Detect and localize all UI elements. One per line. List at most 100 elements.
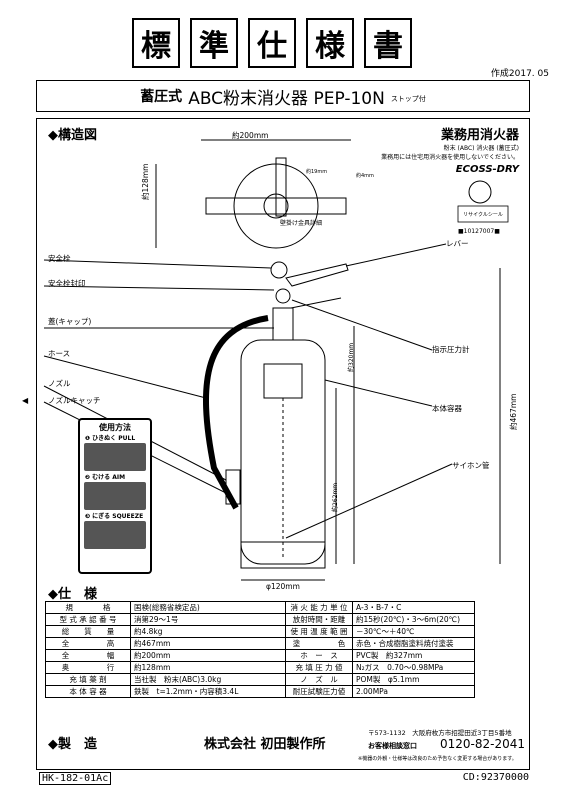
spec-value: 消第29～1号 [130, 613, 286, 626]
usage-box: 使用方法 ❶ ひきぬく PULL ❷ むける AIM ❸ にぎる SQUEEZE [78, 418, 152, 574]
dim-d1-label: 約19mm [306, 169, 328, 175]
spec-value: 鉄製 t=1.2mm・内容積3.4L [130, 685, 286, 698]
spec-key: 全 高 [45, 637, 131, 650]
left-margin-arrow-icon: ◀ [22, 396, 29, 405]
label-safety-seal: 安全栓封印 [48, 279, 86, 288]
label-siphon: サイホン管 [452, 461, 490, 470]
spec-key: 奥 行 [45, 661, 131, 674]
spec-value: 当社製 粉末(ABC)3.0kg [130, 673, 286, 686]
cd-number: CD:92370000 [462, 772, 529, 783]
spec-row: 型 式 承 認 番 号消第29～1号放射時間・距離約15秒(20℃)・3～6m(… [45, 613, 475, 626]
top-view-handle [205, 197, 347, 215]
recycle-seal-text: リサイクルシール [463, 212, 503, 218]
usage-step-2: ❷ むける AIM [85, 474, 126, 481]
spec-key: ノ ズ ル [285, 673, 353, 686]
spec-value: N₂ガス 0.70～0.98MPa [352, 661, 475, 674]
spec-key: 放射時間・距離 [285, 613, 353, 626]
spec-value: POM製 φ5.1mm [352, 673, 475, 686]
brand-sub1: 粉末 (ABC) 消火器 (蓄圧式) [443, 145, 519, 152]
spec-key: 消 火 能 力 単 位 [285, 601, 353, 614]
dim-height-label: 約467mm [509, 393, 518, 430]
usage-step-3: ❸ にぎる SQUEEZE [85, 513, 144, 520]
usage-squeeze-image [84, 521, 146, 549]
spec-key: 規 格 [45, 601, 131, 614]
spec-value: PVC製 約327mm [352, 649, 475, 662]
spec-key: ホ ー ス [285, 649, 353, 662]
hose [203, 315, 269, 510]
dim-dia-label: φ120mm [266, 582, 300, 591]
label-lever: レバー [446, 239, 469, 248]
brand-title: 業務用消火器 [440, 128, 519, 143]
label-hose: ホース [48, 349, 71, 358]
leader-body [324, 379, 433, 407]
body-label-area [263, 363, 303, 399]
spec-value: 約467mm [130, 637, 286, 650]
pressure-gauge [275, 288, 291, 304]
leader-gauge [291, 299, 433, 351]
product-suffix: ストップ付 [390, 95, 426, 103]
label-cap: 蓋(キャップ) [48, 317, 92, 326]
dim-h1-label: 約320mm [348, 342, 355, 372]
maker-phone-label: お客様相談窓口 [368, 742, 417, 750]
recycle-seal-icon: リサイクルシール [457, 180, 509, 223]
spec-key: 充 填 薬 剤 [45, 673, 131, 686]
leader-hose [43, 355, 207, 399]
structure-heading: ◆構造図 [48, 128, 97, 143]
label-body: 本体容器 [432, 404, 462, 413]
spec-key: 耐圧試験圧力値 [285, 685, 353, 698]
spec-key: 本 体 容 器 [45, 685, 131, 698]
usage-pull-image [84, 443, 146, 471]
valve [272, 307, 294, 341]
creation-date: 作成2017. 05 [490, 69, 549, 79]
leader-siphon [285, 463, 453, 539]
spec-value: 2.00MPa [352, 685, 475, 698]
lever-shape [285, 263, 349, 287]
dim-depth-label: 約128mm [141, 163, 150, 200]
spec-value: 赤色・合成樹脂塗料焼付塗装 [352, 637, 475, 650]
usage-heading: 使用方法 [99, 423, 131, 432]
title-char: 様 [306, 18, 354, 68]
doc-number: HK-182-01Ac [39, 772, 112, 785]
brand-block: 業務用消火器 粉末 (ABC) 消火器 (蓄圧式) 業務用には住宅用消火器を使用… [381, 124, 519, 175]
main-frame [36, 118, 530, 770]
spec-value: －30℃～＋40℃ [352, 625, 475, 638]
wall-bracket-label: 壁掛け金具詳細 [280, 220, 323, 227]
maker-address: 〒573-1132 大阪府枚方市招提田近3丁目5番地 [368, 729, 512, 737]
leader-safety-pin [43, 259, 272, 269]
title-char: 書 [364, 18, 412, 68]
dim-width-label: 約200mm [232, 131, 269, 140]
usage-step-1: ❶ ひきぬく PULL [85, 435, 136, 442]
label-nozzle: ノズル [48, 379, 71, 388]
spec-value: 約200mm [130, 649, 286, 662]
spec-heading: ◆仕 様 [48, 587, 97, 602]
spec-value: A-3・B-7・C [352, 601, 475, 614]
title-char: 仕 [248, 18, 296, 68]
spec-key: 総 質 量 [45, 625, 131, 638]
spec-value: 約4.8kg [130, 625, 286, 638]
spec-value: 約128mm [130, 661, 286, 674]
maker-phone: 0120-82-2041 [440, 737, 526, 751]
spec-key: 塗 色 [285, 637, 353, 650]
brand-sub2: 業務用には住宅用消火器を使用しないでください。 [381, 154, 519, 161]
leader-lever [345, 243, 447, 267]
label-safety-pin: 安全栓 [48, 254, 71, 263]
dim-d2-label: 約4mm [356, 173, 374, 179]
spec-value: 国検(総務省検定品) [130, 601, 286, 614]
spec-value: 約15秒(20℃)・3～6m(20℃) [352, 613, 475, 626]
usage-aim-image [84, 482, 146, 510]
lower-lever [290, 297, 342, 309]
brand-code: ■10127007■ [458, 228, 500, 235]
spec-key: 全 幅 [45, 649, 131, 662]
spec-key: 使 用 温 度 範 囲 [285, 625, 353, 638]
wall-bracket-detail [275, 157, 287, 217]
title-row: 標 準 仕 様 書 [132, 18, 412, 68]
title-char: 準 [190, 18, 238, 68]
maker-heading: ◆製 造 [48, 737, 97, 752]
